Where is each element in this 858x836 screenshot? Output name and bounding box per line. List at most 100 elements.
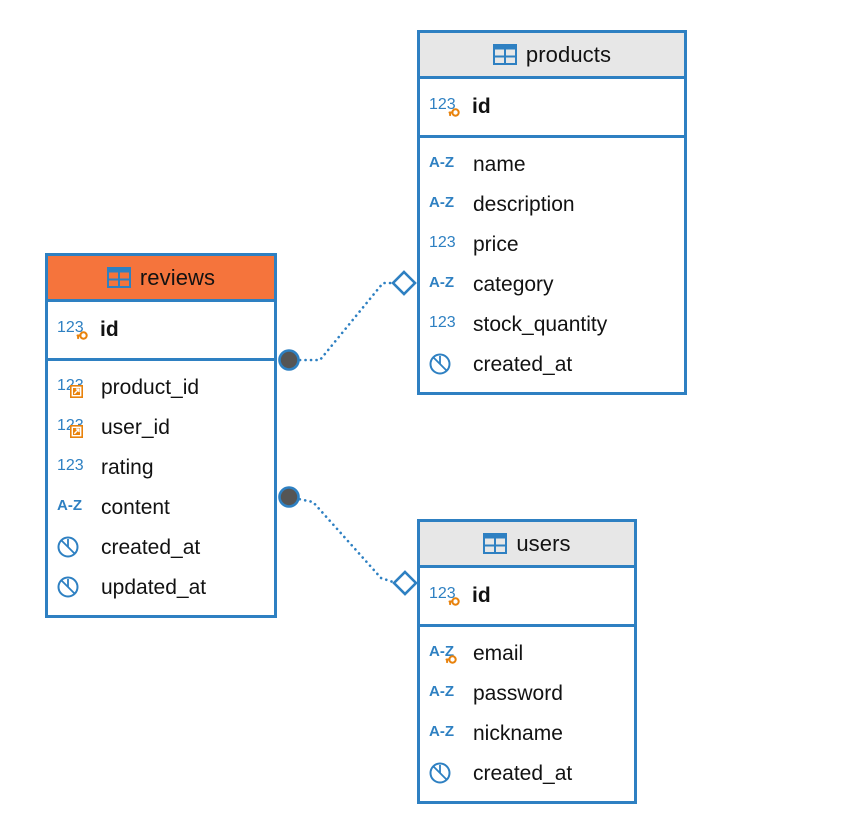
svg-text:123: 123 <box>57 319 84 336</box>
field-row[interactable]: A-Z category <box>420 264 684 304</box>
svg-text:A-Z: A-Z <box>429 274 454 291</box>
svg-text:A-Z: A-Z <box>429 683 454 700</box>
field-name: nickname <box>473 721 563 745</box>
crow-foot-filled-circle-marker <box>278 486 300 508</box>
number-icon: 123 <box>57 316 91 342</box>
number-icon: 123 <box>57 374 91 400</box>
entity-header-products: products <box>420 33 684 79</box>
field-name: updated_at <box>101 575 207 599</box>
primary-key-icon <box>76 331 88 340</box>
field-name: name <box>473 152 526 176</box>
text-icon: A-Z <box>429 191 463 217</box>
field-name: created_at <box>473 352 573 376</box>
field-row[interactable]: A-Z content <box>48 487 274 527</box>
field-name: email <box>473 641 524 665</box>
field-name: created_at <box>101 535 201 559</box>
number-icon: 123 <box>429 231 463 257</box>
relationship-line <box>287 495 398 585</box>
field-row[interactable]: 123 rating <box>48 447 274 487</box>
field-row[interactable]: 123 id <box>420 86 684 126</box>
field-name: created_at <box>473 761 573 785</box>
entity-table-users[interactable]: users 123 id <box>417 519 637 804</box>
entity-title: users <box>516 530 571 556</box>
svg-text:A-Z: A-Z <box>429 154 454 171</box>
clock-icon <box>57 534 91 560</box>
field-group: A-Z name A-Z description 123 <box>420 138 684 392</box>
field-name: id <box>472 583 491 607</box>
number-icon: 123 <box>429 311 463 337</box>
field-name: description <box>473 192 575 216</box>
field-name: id <box>100 317 119 341</box>
svg-text:123: 123 <box>429 234 456 251</box>
primary-key-group: 123 id <box>420 79 684 138</box>
clock-icon <box>429 351 463 377</box>
entity-title: reviews <box>139 264 216 290</box>
entity-table-products[interactable]: products 123 id <box>417 30 687 395</box>
text-icon: A-Z <box>429 680 463 706</box>
entity-table-reviews[interactable]: reviews 123 id <box>45 253 277 618</box>
svg-text:123: 123 <box>429 96 456 113</box>
field-name: price <box>473 232 519 256</box>
field-group: 123 product_id 123 <box>48 361 274 615</box>
primary-key-icon <box>448 108 460 117</box>
field-row[interactable]: updated_at <box>48 567 274 607</box>
clock-icon <box>57 574 91 600</box>
field-group: A-Z email A-Z password <box>420 627 634 801</box>
field-row[interactable]: created_at <box>420 344 684 384</box>
field-row[interactable]: created_at <box>420 753 634 793</box>
entity-header-reviews: reviews <box>48 256 274 302</box>
field-row[interactable]: A-Z description <box>420 184 684 224</box>
field-row[interactable]: 123 id <box>48 309 274 349</box>
field-row[interactable]: 123 stock_quantity <box>420 304 684 344</box>
field-row[interactable]: 123 user_id <box>48 407 274 447</box>
field-row[interactable]: A-Z password <box>420 673 634 713</box>
field-row[interactable]: created_at <box>48 527 274 567</box>
svg-text:A-Z: A-Z <box>429 643 454 660</box>
field-row[interactable]: A-Z name <box>420 144 684 184</box>
open-diamond-marker <box>392 570 418 596</box>
svg-text:A-Z: A-Z <box>429 723 454 740</box>
crow-foot-filled-circle-marker <box>278 349 300 371</box>
open-diamond-marker <box>391 270 417 296</box>
number-icon: 123 <box>429 93 463 119</box>
svg-text:123: 123 <box>429 585 456 602</box>
relationship-line <box>287 281 400 362</box>
unique-key-icon <box>445 655 457 664</box>
field-name: id <box>472 94 491 118</box>
text-icon: A-Z <box>429 151 463 177</box>
field-name: product_id <box>101 375 200 399</box>
text-icon: A-Z <box>429 720 463 746</box>
field-row[interactable]: 123 price <box>420 224 684 264</box>
field-row[interactable]: 123 product_id <box>48 367 274 407</box>
field-row[interactable]: A-Z nickname <box>420 713 634 753</box>
primary-key-icon <box>448 597 460 606</box>
foreign-key-icon <box>70 425 83 438</box>
text-icon: A-Z <box>57 494 91 520</box>
svg-text:A-Z: A-Z <box>57 497 82 514</box>
table-grid-icon <box>106 267 131 288</box>
field-row[interactable]: 123 id <box>420 575 634 615</box>
field-name: user_id <box>101 415 170 439</box>
primary-key-group: 123 id <box>48 302 274 361</box>
number-icon: 123 <box>57 414 91 440</box>
svg-text:A-Z: A-Z <box>429 194 454 211</box>
number-icon: 123 <box>57 454 91 480</box>
entity-header-users: users <box>420 522 634 568</box>
svg-text:123: 123 <box>429 314 456 331</box>
text-icon: A-Z <box>429 271 463 297</box>
field-row[interactable]: A-Z email <box>420 633 634 673</box>
field-name: password <box>473 681 563 705</box>
field-name: content <box>101 495 170 519</box>
entity-title: products <box>525 41 612 67</box>
clock-icon <box>429 760 463 786</box>
table-grid-icon <box>492 44 517 65</box>
field-name: category <box>473 272 554 296</box>
relationship-reviews-products <box>278 270 417 371</box>
field-name: rating <box>101 455 154 479</box>
text-icon: A-Z <box>429 640 463 666</box>
foreign-key-icon <box>70 385 83 398</box>
svg-text:123: 123 <box>57 457 84 474</box>
table-grid-icon <box>483 533 508 554</box>
field-name: stock_quantity <box>473 312 608 336</box>
